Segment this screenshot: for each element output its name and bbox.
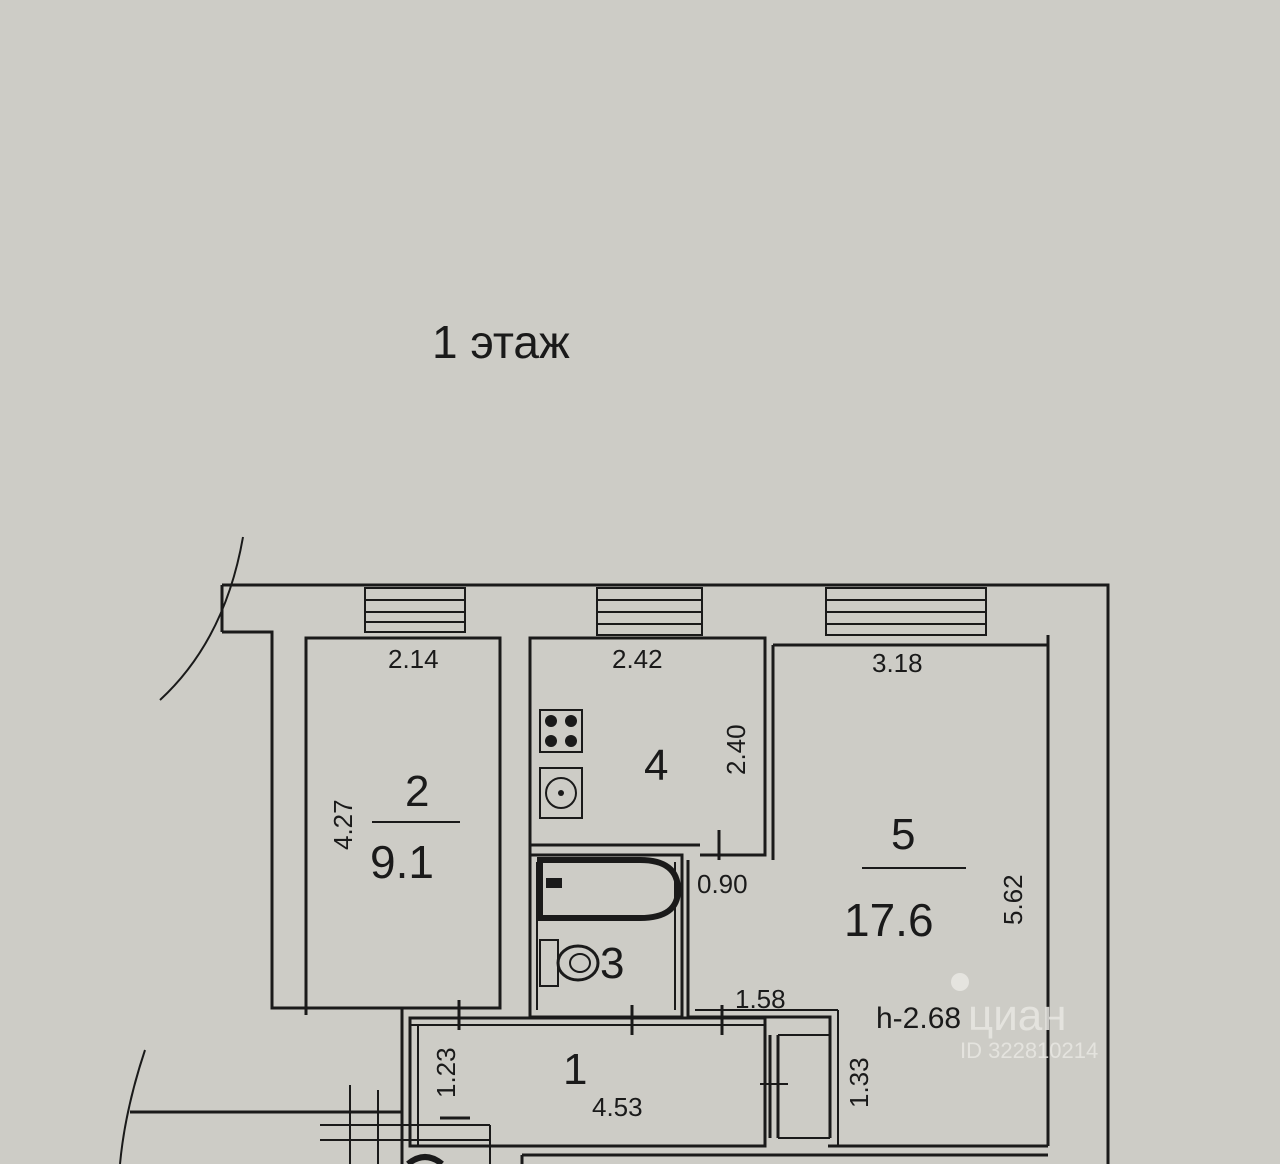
watermark-id: ID 322810214: [960, 1038, 1098, 1063]
room-4: [528, 636, 775, 1010]
room-5-area: 17.6: [844, 894, 934, 946]
bathtub-icon: [537, 857, 682, 921]
location-pin-icon: [951, 973, 969, 991]
room-2-area: 9.1: [370, 836, 434, 888]
dim-hall-width: 4.53: [592, 1092, 643, 1122]
room-2-number: 2: [405, 767, 429, 816]
room-2: [304, 636, 502, 1015]
room-5-number: 5: [891, 810, 915, 859]
dim-closet-width: 1.58: [735, 984, 786, 1014]
room-4-number: 4: [644, 741, 668, 790]
dim-room5-width: 3.18: [872, 648, 923, 678]
room-1: [408, 1016, 830, 1148]
stove-icon: [539, 709, 583, 753]
entry-arc-top: [159, 536, 244, 701]
dim-room4-length: 2.40: [721, 724, 751, 775]
room-1-number: 1: [563, 1045, 587, 1094]
entry-arc-bottom: [119, 1049, 146, 1164]
ceiling-height: h-2.68: [876, 1002, 961, 1035]
watermark: циан ID 322810214: [951, 973, 1098, 1063]
window-room5: [825, 587, 987, 636]
dim-door-width: 0.90: [697, 869, 748, 899]
room-3-number: 3: [600, 939, 624, 988]
window-room2: [364, 587, 466, 633]
sink-icon: [539, 767, 583, 819]
dim-room2-width: 2.14: [388, 644, 439, 674]
dim-hall-length: 1.23: [431, 1047, 461, 1098]
outer-walls: [130, 583, 1110, 1164]
floor-title: 1 этаж: [432, 316, 570, 368]
watermark-brand: циан: [968, 991, 1067, 1040]
stair-fragment: [320, 1085, 491, 1164]
window-room4: [596, 587, 703, 636]
dim-room5-length: 5.62: [998, 874, 1028, 925]
dimension-ticks: [440, 830, 724, 1120]
dim-closet-length: 1.33: [844, 1057, 874, 1108]
dim-room4-width: 2.42: [612, 644, 663, 674]
toilet-icon: [539, 939, 600, 987]
dim-room2-length: 4.27: [328, 799, 358, 850]
